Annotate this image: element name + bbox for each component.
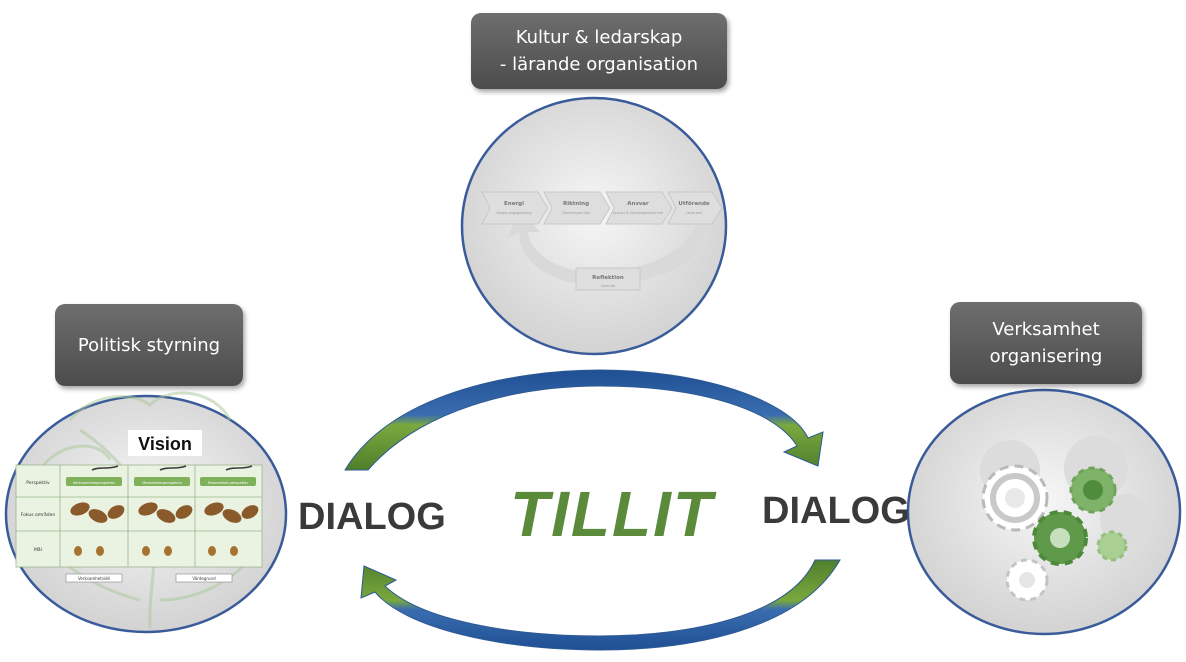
- step-title: Ansvar: [627, 201, 649, 207]
- top-label-line-2: - lärande organisation: [499, 54, 699, 75]
- right-circle: [906, 388, 1182, 636]
- gear-icon: [981, 464, 1049, 532]
- step-title: Riktning: [563, 201, 589, 207]
- strategy-grid: Perspektiv Fokus områden Mål Verksamhets…: [15, 464, 263, 583]
- right-label-box: Verksamhet organisering: [950, 302, 1142, 384]
- column-header: Ekonomiskt perspektiv: [208, 481, 250, 485]
- right-label-line-1: Verksamhet: [992, 319, 1100, 340]
- gear-icon: [1069, 466, 1117, 514]
- row-label: Fokus områden: [21, 511, 56, 518]
- left-circle: Vision Perspektiv Fokus områden Mål Verk…: [4, 391, 288, 634]
- top-cycle-arrow: [344, 369, 824, 471]
- top-label-box: Kultur & ledarskap - lärande organisatio…: [471, 13, 727, 89]
- right-label-line-2: organisering: [989, 346, 1103, 367]
- process-step: Ansvar Ansvar & handlingsutrymme: [605, 191, 673, 225]
- step-title: Energi: [504, 201, 524, 207]
- step-sub: Ansvar & handlingsutrymme: [613, 211, 663, 215]
- column-header: Verksamhetsperspektiv: [73, 481, 116, 485]
- process-step: Riktning Gemensam bild: [543, 191, 611, 225]
- process-step: Energi Skapa engagemang: [481, 191, 549, 225]
- cycle-arrow-icon: [507, 210, 704, 285]
- acorn-row: [74, 546, 238, 556]
- reflection-box: Reflektion Lärande: [575, 267, 641, 291]
- left-label-box: Politisk styrning: [55, 304, 243, 386]
- right-dialog-text: DIALOG: [762, 490, 910, 532]
- footer-label: Värdegrund: [192, 576, 216, 581]
- left-dialog-text: DIALOG: [298, 496, 446, 538]
- svg-text:Reflektion: Reflektion: [592, 275, 624, 281]
- svg-text:Lärande: Lärande: [601, 284, 615, 288]
- leaf-cluster: [70, 502, 259, 523]
- center-tillit-text: TILLIT: [510, 478, 714, 550]
- row-label: Perspektiv: [26, 480, 50, 486]
- gear-icon: [1096, 530, 1128, 562]
- step-sub: Skapa engagemang: [497, 211, 532, 215]
- vision-title: Vision: [138, 434, 192, 454]
- gear-icon: [1032, 510, 1088, 566]
- step-title: Utförande: [678, 201, 710, 207]
- step-sub: Leverans: [686, 211, 702, 215]
- bottom-cycle-arrow: [360, 559, 841, 651]
- gear-icon: [1005, 558, 1049, 602]
- top-label-line-1: Kultur & ledarskap: [515, 27, 683, 48]
- footer-label: Verksamhetsidé: [78, 576, 111, 581]
- process-step: Utförande Leverans: [667, 191, 723, 225]
- column-header: Medarbetarperspektiv: [142, 481, 183, 485]
- left-label-text: Politisk styrning: [77, 334, 221, 356]
- step-sub: Gemensam bild: [562, 211, 590, 215]
- top-circle: Energi Skapa engagemang Riktning Gemensa…: [460, 96, 728, 356]
- row-label: Mål: [34, 546, 42, 553]
